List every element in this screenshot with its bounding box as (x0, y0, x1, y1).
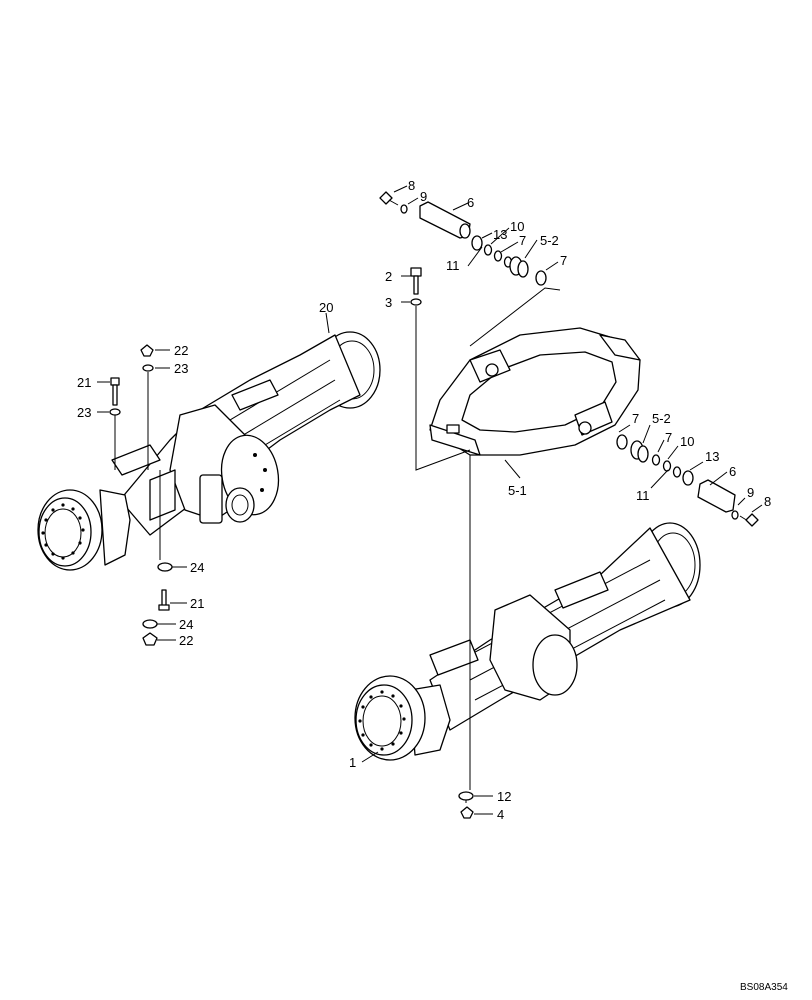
callout-3: 3 (385, 295, 392, 310)
callout-7-right-a: 7 (632, 411, 639, 426)
callout-labels: 8 9 6 13 10 7 5-2 11 7 2 3 20 22 23 21 2… (77, 178, 771, 822)
callout-5-1: 5-1 (508, 483, 527, 498)
callout-22-upper: 22 (174, 343, 188, 358)
center-fasteners (410, 267, 474, 819)
callout-13-upper: 13 (493, 227, 507, 242)
callout-8-right: 8 (764, 494, 771, 509)
callout-13-right: 13 (705, 449, 719, 464)
leader-lines (97, 185, 763, 815)
ring-13-icon (471, 235, 483, 251)
callout-6-upper: 6 (467, 195, 474, 210)
callout-6-right: 6 (729, 464, 736, 479)
callout-23-lower: 23 (77, 405, 91, 420)
callout-4: 4 (497, 807, 504, 822)
callout-1: 1 (349, 755, 356, 770)
callout-21-upper: 21 (77, 375, 91, 390)
callout-24-upper: 24 (190, 560, 204, 575)
callout-7-right-b: 7 (665, 430, 672, 445)
callout-11-upper: 11 (446, 258, 460, 273)
callout-23-upper: 23 (174, 361, 188, 376)
callout-24-lower: 24 (179, 617, 193, 632)
front-axle-assembly (37, 331, 381, 571)
callout-2: 2 (385, 269, 392, 284)
callout-22-lower: 22 (179, 633, 193, 648)
upper-pin-assembly (379, 191, 547, 286)
callout-9-right: 9 (747, 485, 754, 500)
callout-12: 12 (497, 789, 511, 804)
oscillating-frame (429, 327, 641, 456)
callout-7-upper-b: 7 (560, 253, 567, 268)
lower-pin-assembly (616, 434, 759, 527)
rear-axle-assembly (354, 522, 701, 761)
callout-9-upper: 9 (420, 189, 427, 204)
callout-5-2-upper: 5-2 (540, 233, 559, 248)
left-fasteners (109, 344, 173, 646)
callout-21-lower: 21 (190, 596, 204, 611)
callout-7-upper-a: 7 (519, 233, 526, 248)
callout-10-right: 10 (680, 434, 694, 449)
callout-10-upper: 10 (510, 219, 524, 234)
callout-5-2-right: 5-2 (652, 411, 671, 426)
callout-11-right: 11 (636, 488, 650, 503)
callout-20: 20 (319, 300, 333, 315)
callout-8-upper: 8 (408, 178, 415, 193)
drawing-reference-code: BS08A354 (740, 982, 788, 993)
